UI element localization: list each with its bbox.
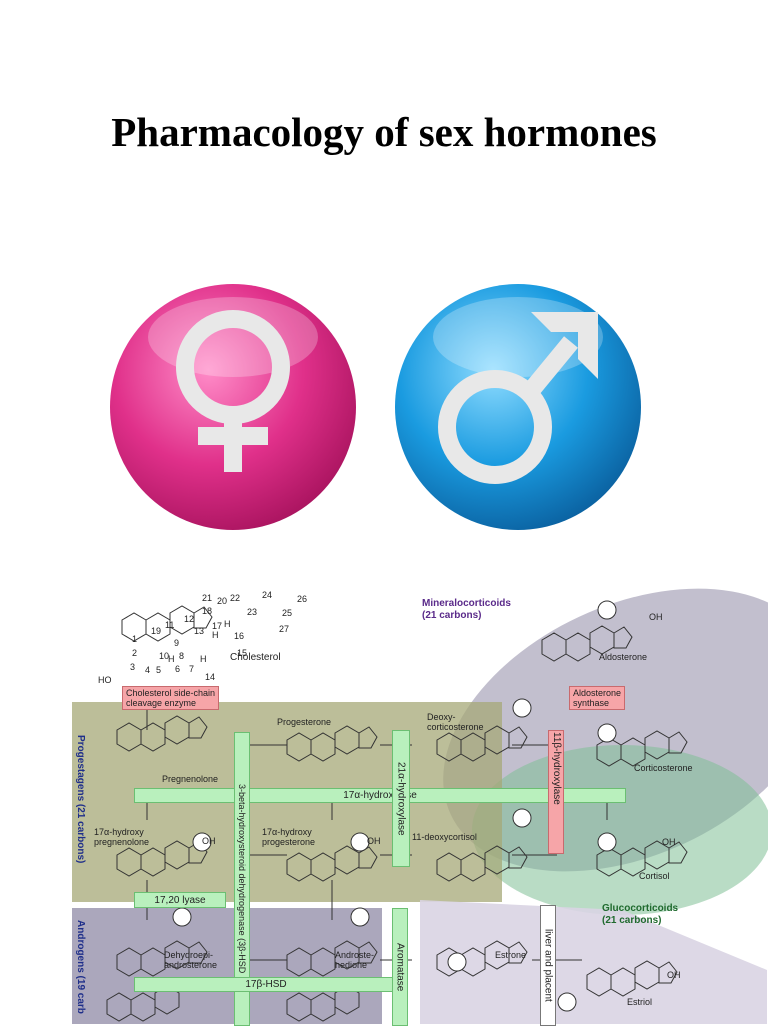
3b-hsd-enzyme: 3-beta-hydroxysteroid dehydrogenase (3β-… <box>234 732 250 1026</box>
estrone-label: Estrone <box>495 950 527 960</box>
carbon-label: 15 <box>237 648 248 658</box>
hydrogen-label: H <box>200 654 207 664</box>
17a-hydroxylase-enzyme: 17α-hydroxylase <box>134 788 626 803</box>
mineralocorticoids-label: Mineralocorticoids (21 carbons) <box>422 598 511 621</box>
carbon-label: 18 <box>202 606 213 616</box>
oh-label: OH <box>202 836 216 846</box>
carbon-label: 19 <box>151 626 162 636</box>
dhea-label: Dehydroepi- androsterone <box>164 950 218 970</box>
carbon-label: 14 <box>205 672 216 682</box>
cortisol-label: Cortisol <box>639 871 670 881</box>
carbon-label: 16 <box>234 631 245 641</box>
carbon-label: 6 <box>175 664 181 674</box>
carbon-label: 17 <box>212 621 223 631</box>
carbon-label: 26 <box>297 594 308 604</box>
deoxycorticosterone-label: Deoxy- corticosterone <box>427 712 484 732</box>
carbon-label: 10 <box>159 651 170 661</box>
hydroxypregnenolone-label: 17α-hydroxy pregnenolone <box>94 827 150 847</box>
oh-label: OH <box>667 970 681 980</box>
carbon-label: 2 <box>132 648 138 658</box>
17b-hsd-enzyme: 17β-HSD <box>134 977 398 992</box>
hydrogen-label: H <box>224 619 231 629</box>
carbon-label: 8 <box>179 651 185 661</box>
oh-label: OH <box>367 836 381 846</box>
carbon-label: 3 <box>130 662 136 672</box>
carbon-label: H <box>212 630 219 640</box>
carbon-label: 13 <box>194 626 205 636</box>
hydroxyprogesterone-label: 17α-hydroxy progesterone <box>262 827 316 847</box>
steroidogenesis-diagram: 21 20 22 24 26 23 25 27 18 17 19 11 12 1… <box>62 580 768 1026</box>
corticosterone-label: Corticosterone <box>634 763 693 773</box>
pregnenolone-label: Pregnenolone <box>162 774 219 784</box>
carbon-label: 1 <box>132 634 138 644</box>
17-20-lyase-enzyme: 17,20 lyase <box>134 892 226 908</box>
hydrogen-label: H <box>168 654 175 664</box>
carbon-label: 25 <box>282 608 293 618</box>
progesterone-label: Progesterone <box>277 717 332 727</box>
11b-hydroxylase-enzyme: 11β-hydroxylase <box>548 730 564 854</box>
carbon-label: 23 <box>247 607 258 617</box>
aromatase-enzyme: Aromatase <box>392 908 408 1026</box>
carbon-label: 12 <box>184 614 195 624</box>
carbon-label: 20 <box>217 596 228 606</box>
glucocorticoids-label: Glucocorticoids (21 carbons) <box>602 903 679 926</box>
carbon-label: 4 <box>145 665 151 675</box>
progestagens-label: Progestagens (21 carbons) <box>75 735 86 864</box>
deoxycortisol-label: 11-deoxycortisol <box>412 832 477 842</box>
oh-label: OH <box>649 612 663 622</box>
carbon-label: 9 <box>174 638 180 648</box>
carbon-label: 7 <box>189 664 195 674</box>
carbon-label: 27 <box>279 624 290 634</box>
cholesterol-label: Cholesterol <box>230 652 281 663</box>
mars-symbol-icon <box>395 284 641 530</box>
oh-label: OH <box>662 837 676 847</box>
hydroxyl-label: HO <box>98 675 112 685</box>
carbon-label: 5 <box>156 665 162 675</box>
page-title: Pharmacology of sex hormones <box>111 109 657 155</box>
21a-hydroxylase-enzyme: 21α-hydroxylase <box>392 730 410 867</box>
aldosterone-label: Aldosterone <box>599 652 648 662</box>
aldosterone-synthase-enzyme: Aldosterone synthase <box>569 686 626 710</box>
liver-placenta-label: liver and placent <box>540 905 556 1026</box>
carbon-label: 22 <box>230 593 241 603</box>
estriol-label: Estriol <box>627 997 653 1007</box>
androstenedione-label: Androste- nedione <box>335 950 375 970</box>
androgens-label: Androgens (19 carb <box>75 920 86 1014</box>
carbon-label: 24 <box>262 590 273 600</box>
carbon-label: 21 <box>202 593 213 603</box>
carbon-label: 11 <box>165 620 175 630</box>
side-chain-cleavage-enzyme: Cholesterol side-chain cleavage enzyme <box>122 686 220 710</box>
venus-symbol-icon <box>110 284 356 530</box>
